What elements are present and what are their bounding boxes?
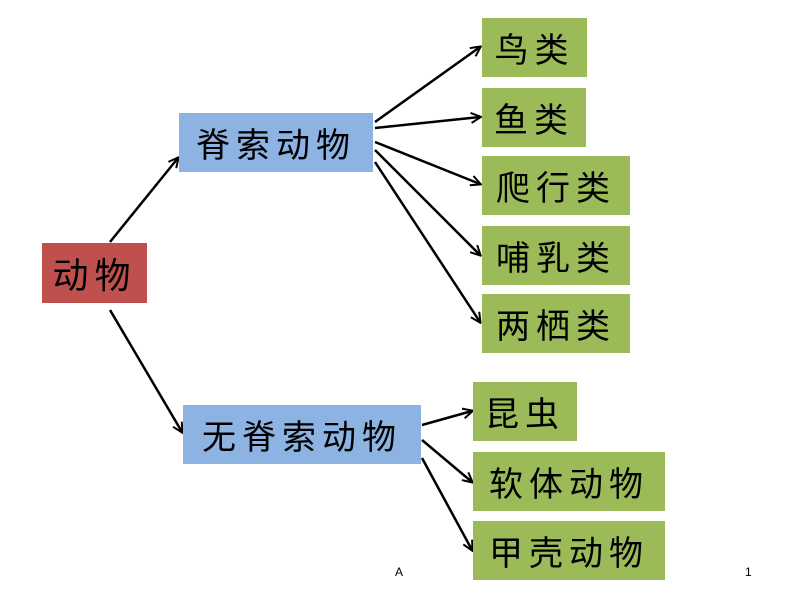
leaf-insects: 昆虫 [473,382,577,441]
leaf-birds: 鸟类 [482,18,587,77]
invertebrates-label: 无脊索动物 [202,418,402,458]
edge-invertebrates-insects [421,411,472,427]
leaf-mammals: 哺乳类 [482,226,630,285]
edge-invertebrates-crustaceans [420,457,472,550]
leaf-crustaceans: 甲壳动物 [473,521,665,580]
leaf-label: 软体动物 [489,465,649,505]
leaf-label: 甲壳动物 [489,534,649,574]
leaf-label: 爬行类 [496,169,616,209]
invertebrates-node: 无脊索动物 [183,405,421,464]
vertebrates-node: 脊索动物 [179,113,373,172]
edge-root-invertebrates [108,309,182,432]
root-node: 动物 [42,243,147,303]
leaf-label: 鱼类 [494,101,574,141]
edge-vertebrates-birds [374,47,480,124]
edge-root-vertebrates [109,158,178,243]
leaf-reptiles: 爬行类 [482,156,630,215]
leaf-label: 哺乳类 [496,239,616,279]
page-number: 1 [745,565,752,579]
vertebrates-label: 脊索动物 [196,126,356,166]
edge-vertebrates-amphibians [373,161,480,322]
root-label: 动物 [52,256,137,297]
edge-invertebrates-mollusks [421,439,472,482]
leaf-fish: 鱼类 [482,88,586,147]
leaf-mollusks: 软体动物 [473,452,665,511]
leaf-amphibians: 两栖类 [482,294,630,353]
leaf-label: 昆虫 [485,395,565,435]
footer-center-text: A [395,565,404,579]
leaf-label: 鸟类 [494,31,575,71]
edge-vertebrates-reptiles [374,140,480,184]
edge-vertebrates-mammals [374,149,480,255]
edge-vertebrates-fish [374,117,480,130]
leaf-label: 两栖类 [496,307,616,347]
